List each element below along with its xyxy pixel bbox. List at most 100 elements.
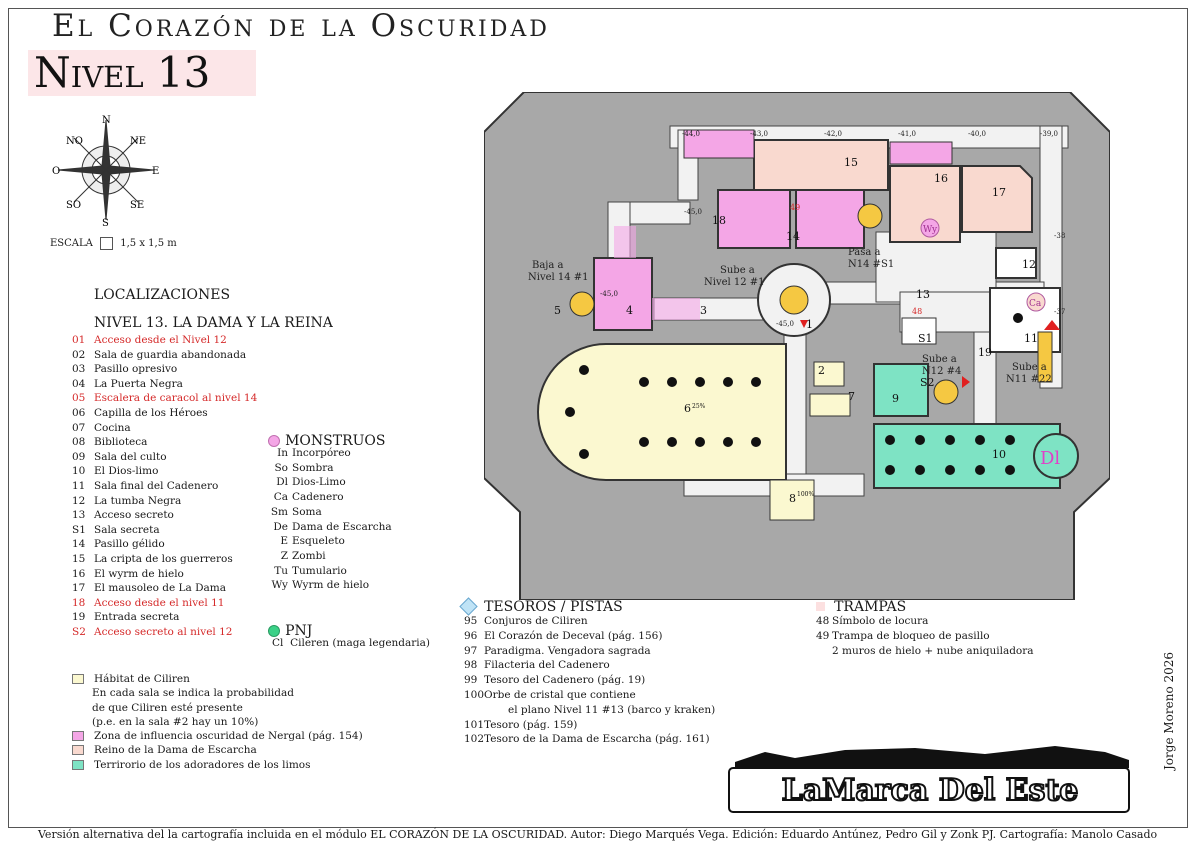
location-label: Sala del culto [94, 450, 167, 463]
legend-label: Terrirorio de los adoradores de los limo… [94, 758, 311, 771]
svg-text:2: 2 [818, 364, 825, 377]
location-label: La tumba Negra [94, 494, 182, 507]
compass-so: SO [66, 200, 81, 211]
location-label: Sala de guardia abandonada [94, 348, 247, 361]
location-number: 10 [72, 465, 86, 478]
room-crypt-top [683, 129, 755, 159]
legend-swatch [72, 689, 82, 697]
svg-text:N14 #S1: N14 #S1 [848, 259, 894, 270]
room-10-apse [1033, 433, 1079, 479]
room-8 [769, 479, 815, 521]
trap-arrow-icon [800, 320, 808, 328]
location-number: 02 [72, 348, 86, 361]
pnj-label: Cileren (maga legendaria) [290, 637, 431, 649]
compass-ne: NE [130, 136, 146, 147]
monster-label: Dios-Limo [292, 476, 346, 489]
treasure-label: Tesoro (pág. 159) [484, 718, 578, 731]
treasure-number: 95 [464, 615, 478, 627]
svg-text:Nivel 12 #1: Nivel 12 #1 [704, 277, 765, 288]
stair-19-icon [1037, 331, 1053, 383]
author-signature: Jorge Moreno 2026 [1162, 651, 1176, 770]
legend-label: Reino de la Dama de Escarcha [94, 744, 257, 757]
treasure-label: Conjuros de Ciliren [484, 615, 588, 627]
legend-item: Hábitat de Ciliren [72, 672, 363, 686]
location-number: 19 [72, 611, 86, 624]
legend-label: Hábitat de Ciliren [94, 673, 190, 685]
logo-band [728, 767, 1130, 813]
monster-abbrev: Ca [273, 491, 288, 504]
svg-text:1: 1 [806, 318, 813, 331]
location-label: La cripta de los guerreros [94, 552, 233, 565]
room-2 [813, 361, 845, 387]
monster-abbrev: Z [280, 549, 288, 562]
svg-text:Sube a: Sube a [922, 354, 957, 365]
treasure-item: 95 Conjuros de Ciliren [464, 614, 715, 629]
svg-text:49: 49 [790, 203, 800, 212]
monster-item: Z Zombi [270, 549, 392, 564]
location-number: 01 [72, 334, 86, 346]
corridor-4-shade [614, 226, 636, 258]
location-label: Acceso desde el nivel 11 [94, 596, 225, 609]
legend-swatch [72, 674, 84, 684]
svg-text:-39,0: -39,0 [1040, 130, 1058, 138]
level-title: Nivel 13 [28, 50, 256, 96]
monster-label: Zombi [292, 549, 326, 562]
monster-abbrev: In [277, 447, 288, 459]
room-chapel [537, 343, 787, 481]
monster-label: Esqueleto [292, 535, 345, 548]
svg-text:25%: 25% [692, 403, 706, 410]
legend-label: de que Ciliren esté presente [92, 701, 243, 714]
location-label: Acceso secreto al nivel 12 [94, 625, 233, 638]
room-7 [809, 393, 851, 417]
location-label: Acceso secreto [94, 509, 174, 522]
legend-item: (p.e. en la sala #2 hay un 10%) [72, 715, 363, 729]
room-9 [873, 363, 929, 417]
scale: ESCALA 1,5 x 1,5 m [50, 237, 177, 250]
svg-text:-41,0: -41,0 [898, 130, 916, 138]
location-number: 06 [72, 406, 86, 419]
treasure-number: 99 [464, 674, 478, 687]
treasure-diamond-icon [459, 597, 478, 616]
treasure-item: 101Tesoro (pág. 159) [464, 718, 715, 733]
legend-label: Zona de influencia oscuridad de Nergal (… [94, 730, 363, 743]
map-title: El Corazón de la Oscuridad [52, 8, 550, 44]
trap-arrow-icon-2 [1044, 320, 1060, 330]
svg-text:10: 10 [992, 448, 1006, 461]
svg-text:-45,0: -45,0 [600, 290, 618, 298]
svg-text:-45,0: -45,0 [776, 320, 794, 328]
location-label: Sala secreta [94, 523, 160, 536]
svg-text:8: 8 [789, 492, 796, 505]
svg-text:15: 15 [844, 156, 858, 169]
treasure-label: Filacteria del Cadenero [484, 659, 610, 672]
svg-text:14: 14 [786, 230, 800, 243]
monster-abbrev: Wy [271, 579, 289, 592]
stair-5-icon [569, 291, 595, 317]
pnj-header: PNJ [268, 620, 312, 639]
monster-label: Soma [292, 505, 322, 518]
scale-square [100, 237, 114, 250]
svg-text:4: 4 [626, 304, 633, 317]
location-label: Escalera de caracol al nivel 14 [94, 392, 258, 405]
location-label: El Dios-limo [94, 465, 159, 478]
legend-label: En cada sala se indica la probabilidad [92, 687, 294, 700]
svg-text:3: 3 [700, 304, 707, 317]
cadenero-marker [1013, 313, 1023, 323]
svg-text:-40,0: -40,0 [968, 130, 986, 138]
trap-square-icon [816, 602, 825, 611]
location-number: S2 [72, 625, 86, 638]
legend-swatch [72, 759, 84, 770]
monster-label: Incorpóreo [292, 447, 351, 459]
svg-text:S1: S1 [918, 332, 933, 345]
treasure-number: 96 [464, 629, 478, 642]
